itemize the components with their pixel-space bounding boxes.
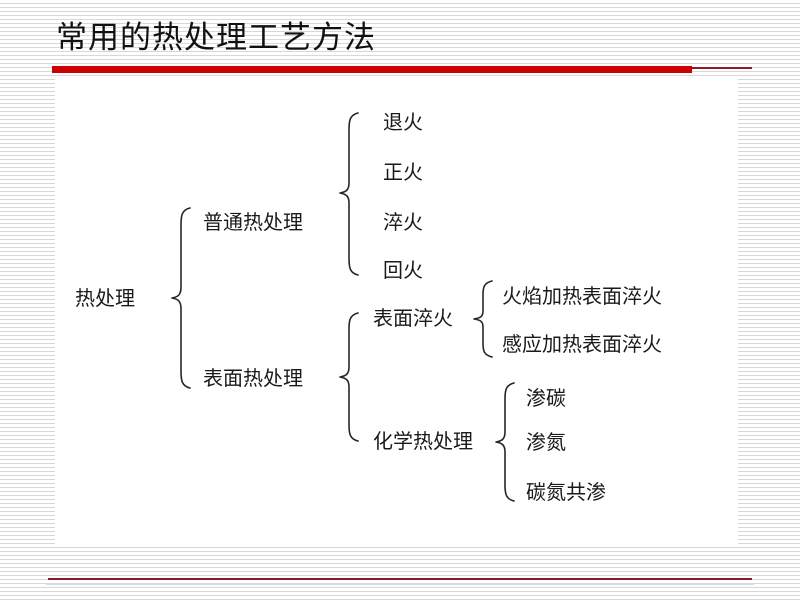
title-accent-bar-tail [692, 67, 752, 69]
tree-node-flame-surface-quenching: 火焰加热表面淬火 [502, 284, 662, 308]
tree-node-root: 热处理 [75, 286, 135, 310]
tree-node-induction-surface-quenching: 感应加热表面淬火 [502, 332, 662, 356]
brace-chemical-heat-treatment [495, 382, 515, 502]
page-title: 常用的热处理工艺方法 [56, 20, 376, 56]
tree-node-carburizing: 渗碳 [526, 386, 566, 410]
brace-surface-quenching [473, 280, 493, 358]
tree-node-tempering: 回火 [383, 258, 423, 282]
tree-node-nitriding: 渗氮 [526, 430, 566, 454]
tree-node-quenching: 淬火 [383, 210, 423, 234]
bottom-accent-hairline [46, 584, 754, 585]
bottom-accent-rule [48, 578, 752, 580]
title-accent-bar [52, 66, 692, 73]
tree-node-general-heat-treatment: 普通热处理 [203, 210, 303, 234]
brace-root [171, 207, 191, 389]
brace-general-heat-treatment [339, 112, 359, 276]
tree-node-carbonitriding: 碳氮共渗 [526, 480, 606, 504]
tree-node-annealing: 退火 [383, 110, 423, 134]
tree-node-surface-heat-treatment: 表面热处理 [203, 366, 303, 390]
tree-node-chemical-heat-treatment: 化学热处理 [373, 429, 473, 453]
tree-node-surface-quenching: 表面淬火 [373, 306, 453, 330]
brace-surface-heat-treatment [339, 312, 359, 442]
tree-node-normalizing: 正火 [383, 160, 423, 184]
slide-content-panel [55, 78, 738, 544]
slide-title-area: 常用的热处理工艺方法 [0, 0, 800, 78]
